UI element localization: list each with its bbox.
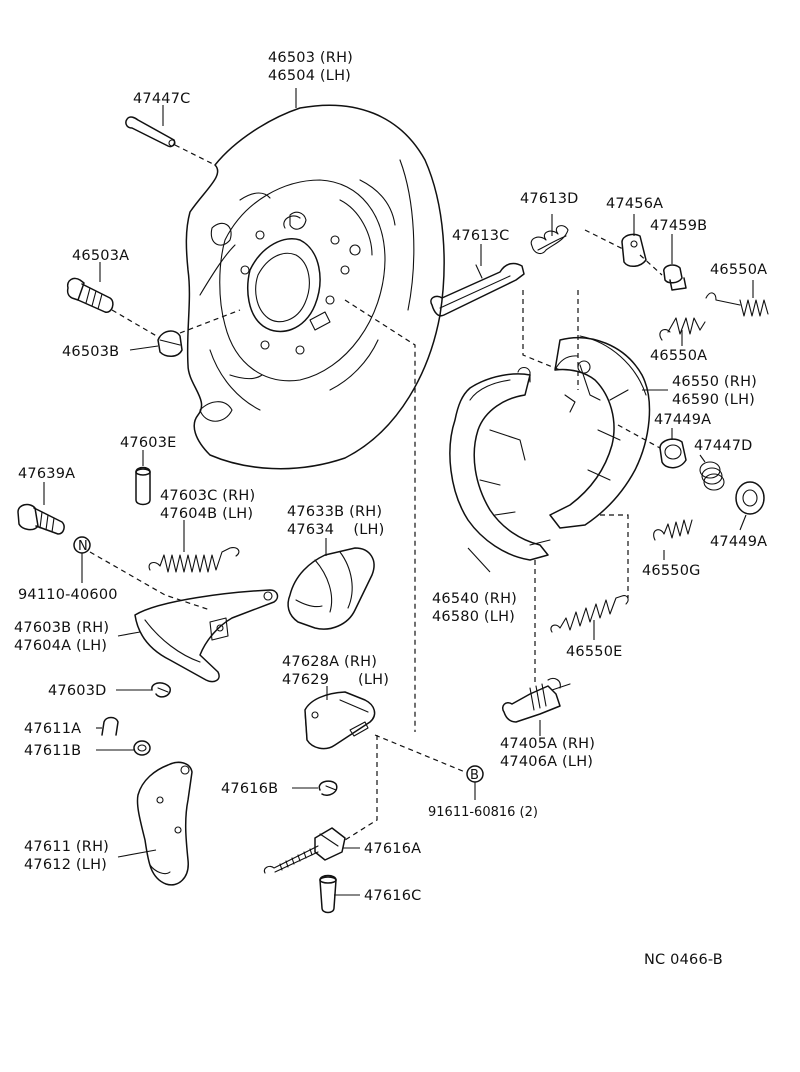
label-91611: 91611-60816 (2) <box>428 805 538 820</box>
backing-plate <box>185 104 445 470</box>
label-47449a-top: 47449A <box>654 412 711 428</box>
spring-46550a-top <box>705 292 769 317</box>
label-47604b-lh: 47604B (LH) <box>160 506 253 522</box>
label-46503b: 46503B <box>62 344 119 360</box>
label-47628a-rh: 47628A (RH) <box>282 654 377 670</box>
label-46590-lh: 46590 (LH) <box>672 392 755 408</box>
adjuster-47405a <box>501 677 571 723</box>
pin-47603e <box>135 466 151 506</box>
label-47613d: 47613D <box>520 191 579 207</box>
label-backing-plate-lh: 46504 (LH) <box>268 68 351 84</box>
label-47611b: 47611B <box>24 743 81 759</box>
shoe-46550 <box>549 335 651 529</box>
label-47603e: 47603E <box>120 435 177 451</box>
nut-46503b <box>157 330 183 357</box>
label-47603c-rh: 47603C (RH) <box>160 488 255 504</box>
label-46550a-top: 46550A <box>710 262 767 278</box>
lever-47611 <box>136 761 193 886</box>
assembly-dashed-lines <box>89 144 663 841</box>
svg-text:B: B <box>470 768 479 783</box>
label-47634-lh: 47634 (LH) <box>287 522 384 538</box>
label-46550g: 46550G <box>642 563 701 579</box>
label-47639a: 47639A <box>18 466 75 482</box>
part-labels: 46503 (RH) 46504 (LH) 47447C 46503A 4650… <box>14 50 767 968</box>
label-46503a: 46503A <box>72 248 129 264</box>
spring-47603c <box>148 547 240 573</box>
strut-47613c <box>430 262 525 317</box>
label-47612-lh: 47612 (LH) <box>24 857 107 873</box>
label-47616c: 47616C <box>364 888 421 904</box>
label-47603d: 47603D <box>48 683 107 699</box>
clip-47616b <box>318 780 338 796</box>
clip-47603d <box>151 682 171 698</box>
label-47611a: 47611A <box>24 721 81 737</box>
svg-text:N: N <box>78 539 88 554</box>
boot-47633b <box>287 547 375 630</box>
spring-46550g <box>653 519 693 541</box>
nut-94110: N <box>73 536 91 554</box>
spring-46550e <box>550 595 629 633</box>
label-46550e: 46550E <box>566 644 623 660</box>
label-47459b: 47459B <box>650 218 707 234</box>
clip-47611a <box>101 716 119 736</box>
label-47406a-lh: 47406A (LH) <box>500 754 593 770</box>
bolt-47459b <box>663 264 687 291</box>
cup-47449a-top <box>659 438 687 469</box>
shoe-46540 <box>449 366 551 561</box>
leader-lines <box>43 88 754 896</box>
label-backing-plate-rh: 46503 (RH) <box>268 50 353 66</box>
bellcrank-47628a <box>304 691 376 750</box>
label-47604a-lh: 47604A (LH) <box>14 638 107 654</box>
label-47613c: 47613C <box>452 228 509 244</box>
label-47616b: 47616B <box>221 781 278 797</box>
label-47633b-rh: 47633B (RH) <box>287 504 382 520</box>
label-47629-lh: 47629 (LH) <box>282 672 389 688</box>
rod-47616a <box>263 827 346 874</box>
label-46550-rh: 46550 (RH) <box>672 374 757 390</box>
label-47616a: 47616A <box>364 841 421 857</box>
cup-47449a-bot <box>735 481 765 515</box>
spring-47613d <box>530 225 569 255</box>
diagram-code: NC 0466-B <box>644 952 723 968</box>
label-47447d: 47447D <box>694 438 753 454</box>
label-47447c: 47447C <box>133 91 190 107</box>
bolt-46503a <box>66 277 114 313</box>
bolt-91611: B <box>466 765 484 783</box>
label-47456a: 47456A <box>606 196 663 212</box>
spring-46550a-mid <box>659 317 706 341</box>
label-47449a-bot: 47449A <box>710 534 767 550</box>
bolt-47639a <box>17 503 65 535</box>
spring-47447d <box>699 461 725 491</box>
label-46550a-mid: 46550A <box>650 348 707 364</box>
label-47405a-rh: 47405A (RH) <box>500 736 595 752</box>
pin-47616c <box>319 874 337 914</box>
label-46580-lh: 46580 (LH) <box>432 609 515 625</box>
plate-47456a <box>621 233 647 267</box>
bolt-47447c <box>125 116 176 148</box>
lever-47603b <box>134 589 279 683</box>
label-47611-rh: 47611 (RH) <box>24 839 109 855</box>
washer-47611b <box>133 740 151 756</box>
label-46540-rh: 46540 (RH) <box>432 591 517 607</box>
label-94110: 94110-40600 <box>18 587 118 603</box>
label-47603b-rh: 47603B (RH) <box>14 620 109 636</box>
